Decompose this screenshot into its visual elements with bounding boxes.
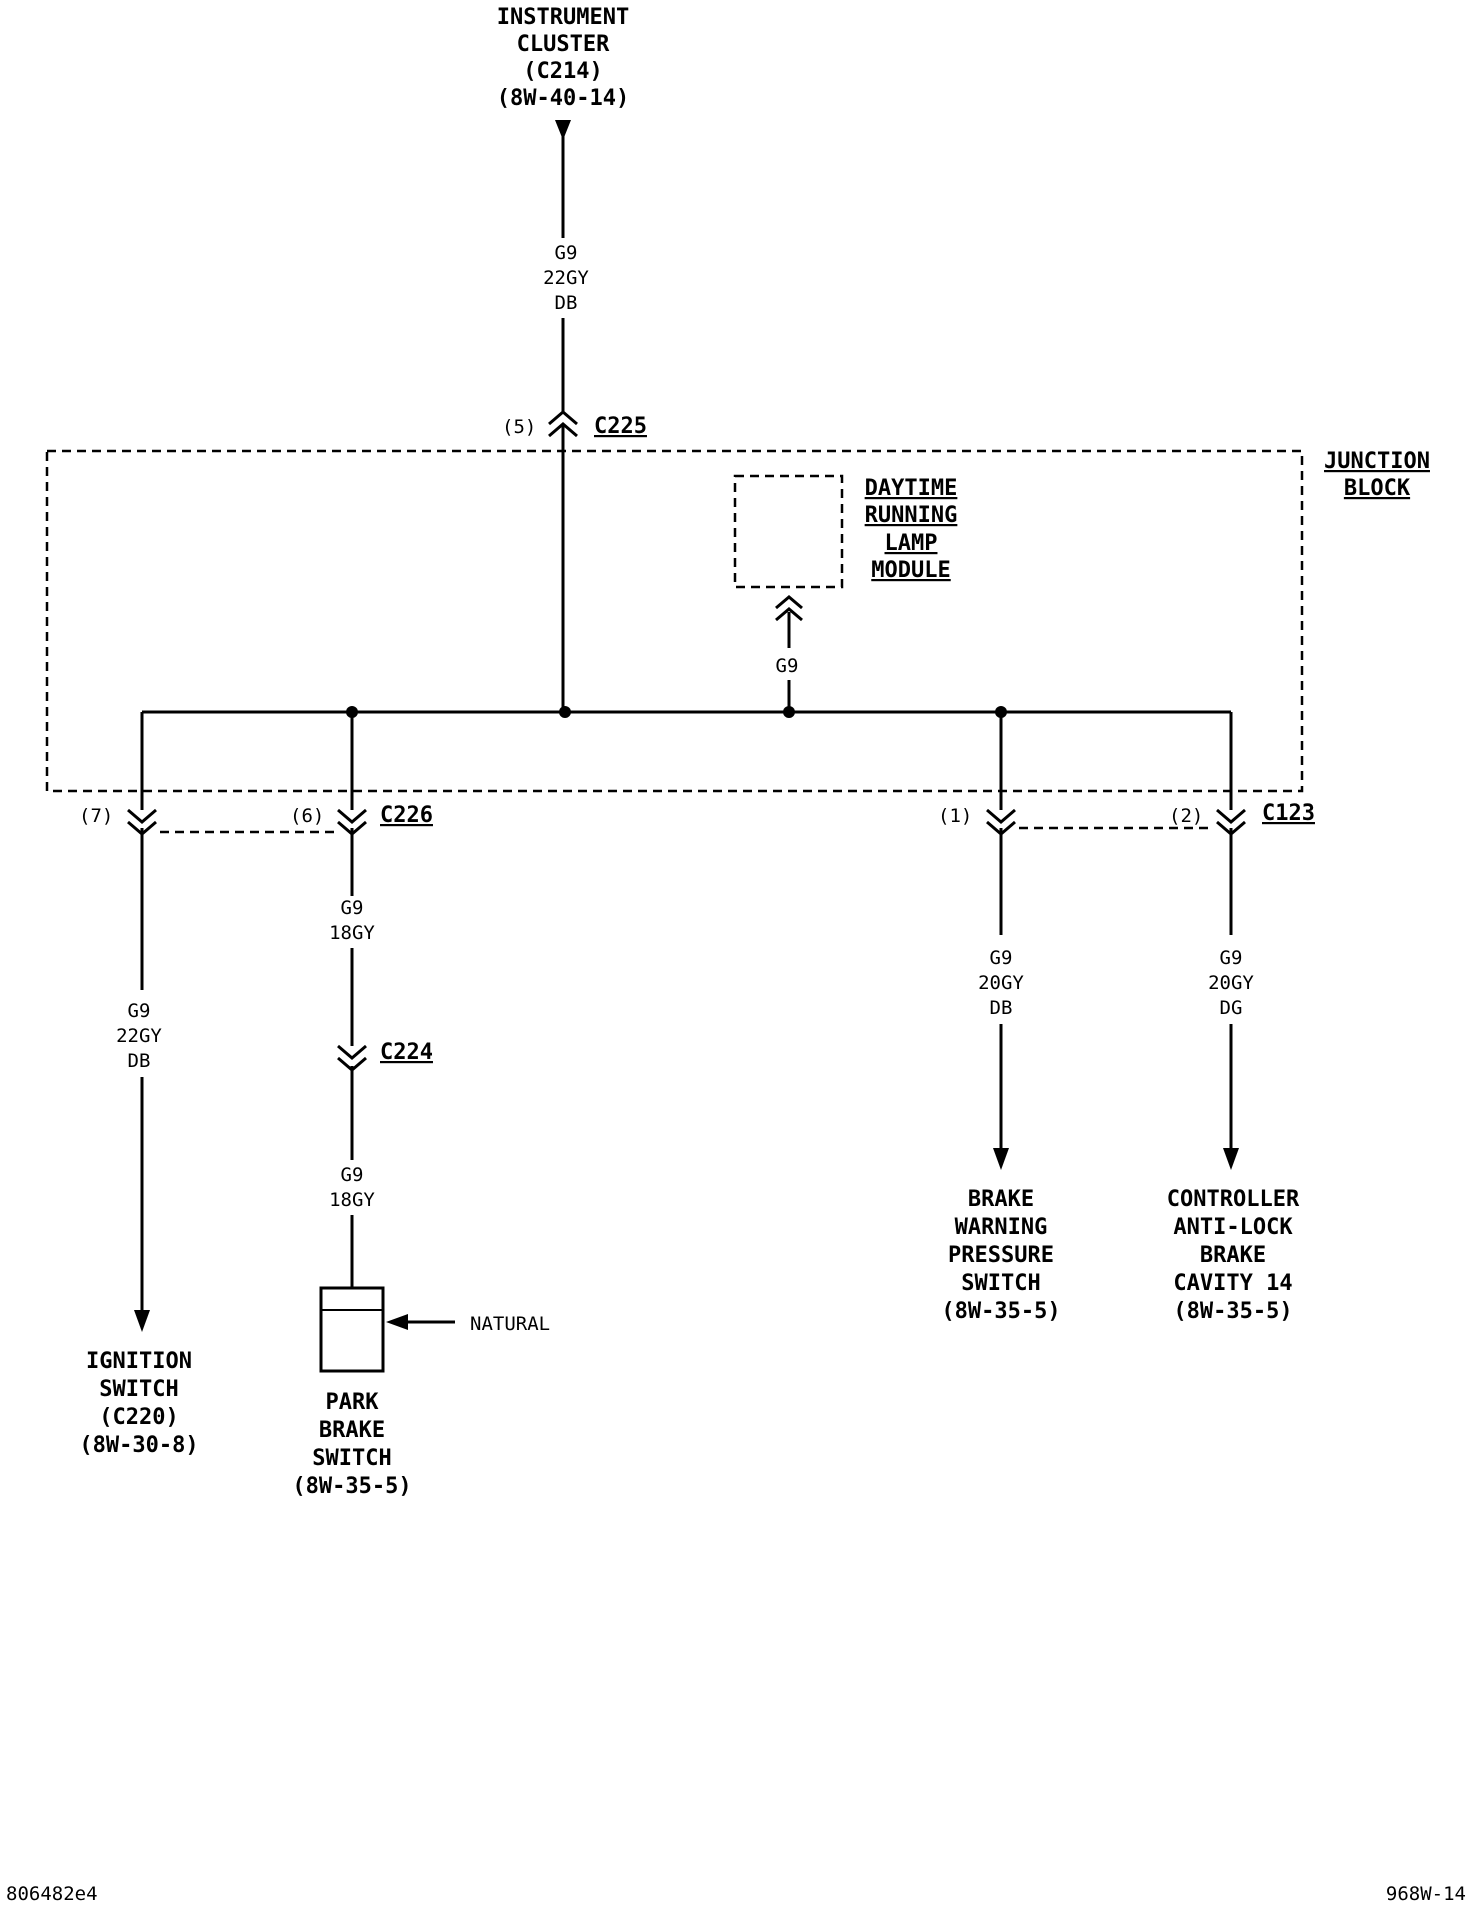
splice-dot <box>559 706 571 718</box>
svg-text:BRAKE: BRAKE <box>968 1187 1034 1212</box>
brake-warning-switch-label: BRAKE WARNING PRESSURE SWITCH (8W-35-5) <box>941 1187 1060 1324</box>
svg-text:(C220): (C220) <box>99 1405 178 1430</box>
svg-text:(8W-35-5): (8W-35-5) <box>1173 1299 1292 1324</box>
svg-text:G9: G9 <box>128 1000 151 1022</box>
svg-text:CAVITY 14: CAVITY 14 <box>1173 1271 1292 1296</box>
arrow-icon <box>386 1314 408 1330</box>
svg-text:22GY: 22GY <box>543 267 589 289</box>
c123-pin2-label: (2) <box>1169 805 1203 827</box>
svg-text:MODULE: MODULE <box>871 558 950 583</box>
park-brake-switch-label: PARK BRAKE SWITCH (8W-35-5) <box>292 1390 411 1499</box>
svg-text:(C214): (C214) <box>523 59 602 84</box>
junction-block-label: JUNCTION BLOCK <box>1324 449 1430 501</box>
wire-park-lower-label: G9 18GY <box>329 1164 375 1211</box>
svg-text:SWITCH: SWITCH <box>961 1271 1040 1296</box>
svg-text:SWITCH: SWITCH <box>99 1377 178 1402</box>
wire-top-label: G9 22GY DB <box>543 242 589 314</box>
svg-text:BRAKE: BRAKE <box>319 1418 385 1443</box>
svg-text:DB: DB <box>555 292 578 314</box>
svg-text:DAYTIME: DAYTIME <box>865 476 958 501</box>
svg-text:INSTRUMENT: INSTRUMENT <box>497 5 629 30</box>
svg-text:G9: G9 <box>341 897 364 919</box>
svg-text:SWITCH: SWITCH <box>312 1446 391 1471</box>
svg-text:20GY: 20GY <box>1208 972 1254 994</box>
ignition-switch-label: IGNITION SWITCH (C220) (8W-30-8) <box>79 1349 198 1458</box>
svg-text:BLOCK: BLOCK <box>1344 476 1411 501</box>
svg-text:JUNCTION: JUNCTION <box>1324 449 1430 474</box>
svg-text:CONTROLLER: CONTROLLER <box>1167 1187 1300 1212</box>
arrow-icon <box>1223 1148 1239 1170</box>
arrow-icon <box>993 1148 1009 1170</box>
controller-abs-label: CONTROLLER ANTI-LOCK BRAKE CAVITY 14 (8W… <box>1167 1187 1300 1324</box>
junction-block-outline <box>45 449 1304 793</box>
c225-name-label: C225 <box>594 414 647 439</box>
splice-dot <box>783 706 795 718</box>
svg-text:PRESSURE: PRESSURE <box>948 1243 1054 1268</box>
c123-name-label: C123 <box>1262 801 1315 826</box>
svg-text:ANTI-LOCK: ANTI-LOCK <box>1173 1215 1293 1240</box>
c226-pin7-label: (7) <box>79 805 113 827</box>
svg-text:(8W-40-14): (8W-40-14) <box>497 86 629 111</box>
svg-text:(8W-30-8): (8W-30-8) <box>79 1433 198 1458</box>
svg-text:IGNITION: IGNITION <box>86 1349 192 1374</box>
svg-text:(8W-35-5): (8W-35-5) <box>292 1474 411 1499</box>
svg-text:LAMP: LAMP <box>885 531 938 556</box>
svg-text:22GY: 22GY <box>116 1025 162 1047</box>
svg-text:DB: DB <box>128 1050 151 1072</box>
footer-left-id: 806482e4 <box>6 1883 98 1905</box>
connector-drl-icon <box>775 595 803 622</box>
svg-text:PARK: PARK <box>326 1390 380 1415</box>
svg-text:18GY: 18GY <box>329 1189 375 1211</box>
svg-text:G9: G9 <box>341 1164 364 1186</box>
svg-text:DB: DB <box>990 997 1013 1019</box>
instrument-cluster-label: INSTRUMENT CLUSTER (C214) (8W-40-14) <box>497 5 629 111</box>
footer-right-id: 968W-14 <box>1386 1883 1466 1905</box>
park-brake-connector-color: NATURAL <box>470 1313 550 1335</box>
svg-text:G9: G9 <box>990 947 1013 969</box>
svg-text:G9: G9 <box>555 242 578 264</box>
c225-pin-label: (5) <box>502 416 536 438</box>
svg-text:(8W-35-5): (8W-35-5) <box>941 1299 1060 1324</box>
park-brake-connector-box <box>319 1286 385 1373</box>
drl-wire-label: G9 <box>776 655 799 677</box>
wire-controller-label: G9 20GY DG <box>1208 947 1254 1019</box>
arrow-icon <box>134 1310 150 1332</box>
svg-text:18GY: 18GY <box>329 922 375 944</box>
svg-text:CLUSTER: CLUSTER <box>517 32 610 57</box>
svg-text:RUNNING: RUNNING <box>865 503 958 528</box>
drl-module-label: DAYTIME RUNNING LAMP MODULE <box>865 476 958 583</box>
c226-pin6-label: (6) <box>290 805 324 827</box>
svg-text:20GY: 20GY <box>978 972 1024 994</box>
svg-text:WARNING: WARNING <box>955 1215 1048 1240</box>
wire-brake-warning-label: G9 20GY DB <box>978 947 1024 1019</box>
c224-name-label: C224 <box>380 1040 433 1065</box>
c226-name-label: C226 <box>380 803 433 828</box>
svg-text:G9: G9 <box>1220 947 1243 969</box>
svg-text:BRAKE: BRAKE <box>1200 1243 1266 1268</box>
svg-text:DG: DG <box>1220 997 1243 1019</box>
drl-module-box <box>733 474 844 589</box>
connector-c225-icon <box>548 410 578 438</box>
wire-ignition-label: G9 22GY DB <box>116 1000 162 1072</box>
wire-park-upper-label: G9 18GY <box>329 897 375 944</box>
c123-pin1-label: (1) <box>938 805 972 827</box>
